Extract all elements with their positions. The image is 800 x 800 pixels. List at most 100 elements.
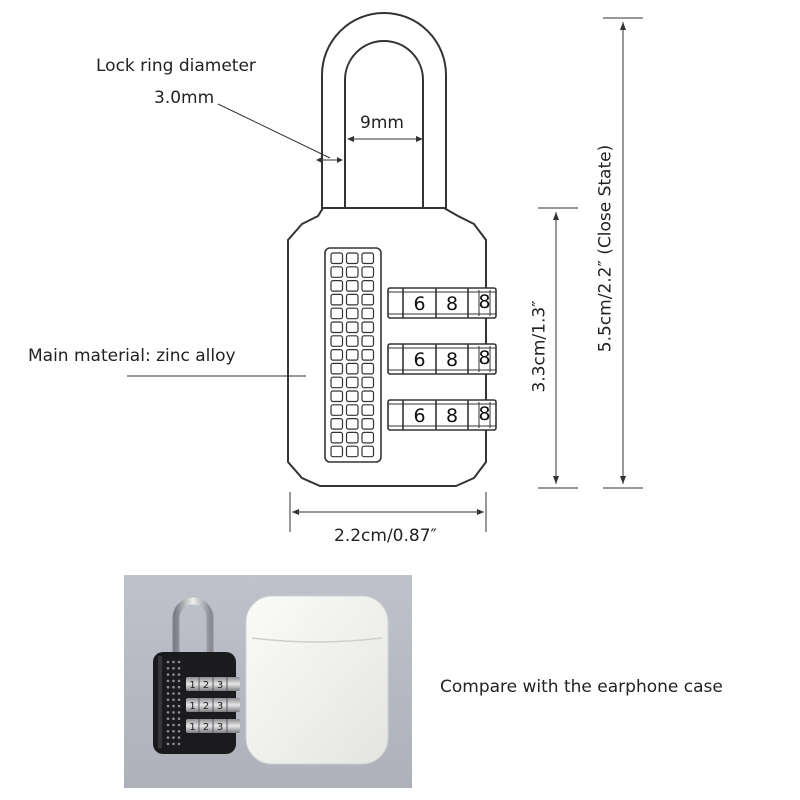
grip-dot <box>177 698 181 702</box>
grip-panel <box>324 247 382 463</box>
grip-square <box>330 404 344 416</box>
photo-lock-shackle <box>172 597 214 655</box>
grip-dot <box>166 660 170 664</box>
grip-square <box>345 362 359 375</box>
dial-digit: 6 <box>413 293 425 315</box>
photo-dial-digit: 3 <box>217 680 223 691</box>
grip-square <box>330 349 344 361</box>
grip-dot <box>177 660 181 664</box>
compare-caption: Compare with the earphone case <box>440 677 723 697</box>
grip-square <box>361 390 375 403</box>
grip-square <box>330 321 344 334</box>
dial-digit: 6 <box>413 405 425 427</box>
photo-dial-digit: 3 <box>217 722 223 733</box>
photo-lock-body <box>153 652 236 754</box>
grip-dot <box>166 711 170 714</box>
grip-dot <box>177 679 181 683</box>
dial-digit: 8 <box>446 405 458 427</box>
grip-square <box>345 349 359 361</box>
ring-diameter-title: Lock ring diameter <box>96 56 256 76</box>
grip-dot <box>172 673 175 676</box>
grip-square <box>330 390 344 403</box>
dial-digit: 8 <box>478 347 490 369</box>
grip-square <box>330 431 344 444</box>
grip-square <box>345 404 359 416</box>
photo-dial-digit: 1 <box>189 680 195 691</box>
grip-dot <box>172 730 175 733</box>
dial-digit: 8 <box>478 291 490 313</box>
grip-dot <box>172 698 175 702</box>
photo-background <box>124 575 412 788</box>
grip-square <box>345 252 359 265</box>
total-height-label: 5.5cm/2.2″ (Close State) <box>595 144 616 353</box>
grip-square <box>330 307 344 320</box>
grip-dot <box>172 736 175 739</box>
grip-dot <box>177 723 181 727</box>
grip-square <box>330 252 344 265</box>
grip-dot <box>177 667 181 670</box>
grip-square <box>345 376 359 389</box>
grip-square <box>330 335 344 347</box>
grip-dot <box>172 667 175 670</box>
grip-square <box>330 418 344 430</box>
dial-digit: 8 <box>446 293 458 315</box>
grip-square <box>330 266 344 278</box>
grip-square <box>330 445 344 458</box>
grip-dot <box>177 711 181 714</box>
grip-square <box>345 321 359 334</box>
grip-square <box>345 431 359 444</box>
grip-dot <box>172 692 175 695</box>
grip-dot <box>166 730 170 733</box>
grip-dot <box>172 742 175 746</box>
grip-square <box>361 293 375 306</box>
photo-dial-digit: 1 <box>189 722 195 733</box>
grip-square <box>361 280 375 292</box>
grip-square <box>330 280 344 292</box>
shackle-inner <box>344 40 424 210</box>
grip-dot <box>177 717 181 720</box>
grip-dot <box>172 685 175 689</box>
grip-square <box>330 362 344 375</box>
photo-lock-grip <box>166 660 181 746</box>
grip-dot <box>177 730 181 733</box>
grip-dot <box>172 717 175 720</box>
photo-dial-digit: 1 <box>189 701 195 712</box>
grip-dot <box>172 660 175 664</box>
grip-dot <box>172 711 175 714</box>
grip-square <box>361 404 375 416</box>
grip-square <box>361 431 375 444</box>
dial-digit: 8 <box>446 349 458 371</box>
grip-dot <box>177 673 181 676</box>
body-height-label: 3.3cm/1.3″ <box>529 300 550 393</box>
width-label: 2.2cm/0.87″ <box>334 526 437 546</box>
grip-square <box>361 349 375 361</box>
ring-diameter-value: 3.0mm <box>154 88 215 108</box>
grip-square <box>361 321 375 334</box>
photo-dial-digit: 2 <box>203 680 209 691</box>
photo-dial-digit: 3 <box>217 701 223 712</box>
grip-dot <box>177 742 181 746</box>
grip-square <box>361 335 375 347</box>
grip-square <box>361 418 375 430</box>
photo-dial-digit: 2 <box>203 701 209 712</box>
grip-dot <box>166 685 170 689</box>
grip-square <box>330 293 344 306</box>
grip-square <box>361 252 375 265</box>
grip-square <box>345 390 359 403</box>
grip-dot <box>166 736 170 739</box>
grip-dot <box>177 692 181 695</box>
grip-square <box>345 335 359 347</box>
earphone-case <box>245 595 389 765</box>
grip-square <box>361 307 375 320</box>
grip-square <box>361 376 375 389</box>
grip-squares <box>330 252 375 458</box>
grip-square <box>345 445 359 458</box>
grip-dot <box>172 723 175 727</box>
